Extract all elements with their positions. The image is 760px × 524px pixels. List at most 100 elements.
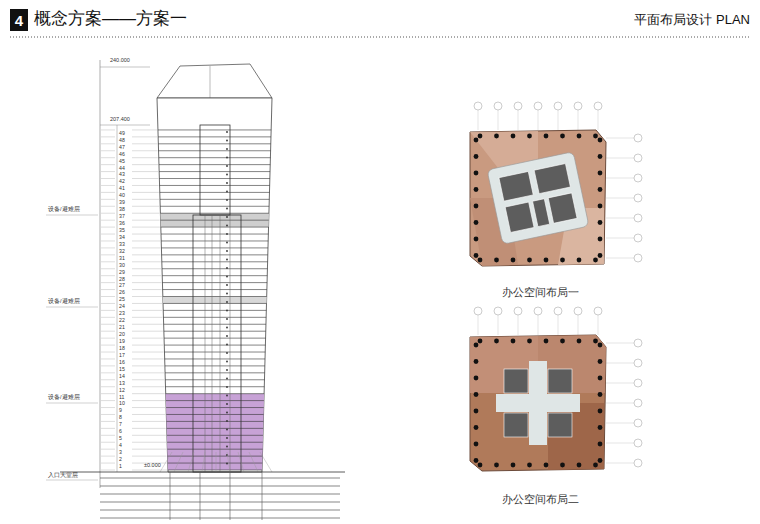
column	[598, 376, 603, 381]
floor-number: 1	[119, 464, 122, 469]
floor-tick	[101, 185, 115, 186]
floor-number: 5	[119, 436, 122, 441]
elevator-mark	[226, 250, 228, 252]
refuge-floor-band	[163, 297, 267, 304]
floor-tick	[132, 393, 165, 394]
grid-marker	[634, 174, 642, 182]
floor-line	[162, 282, 267, 283]
grid-line	[606, 423, 634, 424]
grid-marker	[634, 214, 642, 222]
core	[487, 152, 589, 245]
floor-tick	[132, 220, 160, 221]
grid-line	[606, 158, 634, 159]
column	[598, 359, 603, 364]
floor-tick	[132, 157, 158, 158]
core-room	[548, 193, 577, 223]
floor-tick	[101, 247, 115, 248]
grid-line	[606, 463, 634, 464]
floor-line	[167, 449, 262, 450]
floor-tick	[132, 192, 159, 193]
elevator-mark	[226, 301, 228, 303]
floor-tick	[132, 150, 158, 151]
floor-line	[163, 303, 266, 304]
floor-tick	[132, 303, 162, 304]
grid-line	[606, 363, 634, 364]
floor-line	[166, 414, 263, 415]
floor-line	[168, 470, 262, 471]
shaft-line	[230, 215, 231, 472]
floor-tick	[101, 143, 115, 144]
floor-tick	[132, 310, 162, 311]
grid-marker	[634, 459, 642, 467]
elevator-mark	[226, 259, 228, 261]
floor-tick	[101, 254, 115, 255]
column	[560, 134, 565, 139]
grid-marker	[634, 134, 642, 142]
floor-number: 8	[119, 415, 122, 420]
column	[527, 463, 532, 468]
grid-line	[606, 138, 634, 139]
floor-tick	[132, 407, 165, 408]
podium-column	[262, 472, 263, 520]
grid-marker	[634, 399, 642, 407]
floor-number: 15	[119, 367, 125, 372]
column	[560, 463, 565, 468]
floor-tick	[101, 393, 115, 394]
elevator-mark	[226, 191, 228, 193]
floor-tick	[132, 261, 161, 262]
floor-tick	[132, 442, 166, 443]
grid-marker	[634, 154, 642, 162]
grid-line	[606, 238, 634, 239]
floor-tick	[101, 268, 115, 269]
elevator-mark	[226, 318, 228, 320]
floor-line	[164, 324, 266, 325]
floor-tick	[132, 352, 163, 353]
floor-tick	[101, 442, 115, 443]
floor-note: 设备/避难层	[48, 395, 80, 401]
floor-tick	[101, 206, 115, 207]
level-line	[100, 67, 150, 68]
column	[478, 134, 483, 139]
floor-tick	[132, 428, 166, 429]
note-line	[46, 307, 98, 308]
core-room	[548, 413, 572, 437]
column	[474, 376, 479, 381]
floor-number: 47	[119, 145, 125, 150]
floor-number: 25	[119, 297, 125, 302]
header-rule	[10, 37, 750, 38]
floor-tick	[101, 317, 115, 318]
elevator-mark	[226, 242, 228, 244]
grid-marker	[594, 102, 602, 110]
floor-number: 46	[119, 152, 125, 157]
floor-number: 27	[119, 283, 125, 288]
floor-tick	[101, 234, 115, 235]
floor-tick	[101, 296, 115, 297]
column	[474, 359, 479, 364]
grid-marker	[634, 234, 642, 242]
lobby-strut	[160, 452, 172, 472]
floor-note: 设备/避难层	[48, 299, 80, 305]
column	[593, 134, 598, 139]
floor-line	[167, 421, 264, 422]
column	[474, 253, 479, 258]
floor-tick	[101, 428, 115, 429]
floor-number: 22	[119, 318, 125, 323]
elevator-mark	[226, 369, 228, 371]
elevator-mark	[226, 165, 228, 167]
column	[494, 463, 499, 468]
floor-tick	[132, 136, 157, 137]
floor-number: 26	[119, 290, 125, 295]
podium-floor	[100, 486, 340, 487]
grid-line	[606, 178, 634, 179]
grid-line	[538, 110, 539, 130]
floor-tick	[132, 171, 158, 172]
floor-tick	[132, 213, 159, 214]
shaft-line	[205, 215, 206, 472]
floor-tick	[101, 199, 115, 200]
floor-line	[164, 345, 265, 346]
floor-tick	[101, 386, 115, 387]
shaft-line	[220, 215, 221, 472]
column	[474, 138, 479, 143]
